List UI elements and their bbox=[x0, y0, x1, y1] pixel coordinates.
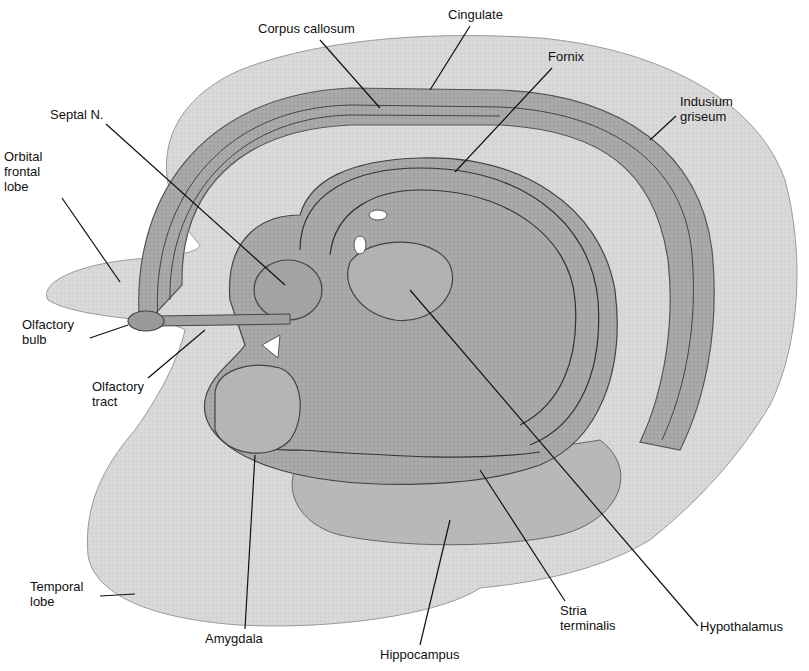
leader-line bbox=[90, 325, 128, 338]
part-label: Septal N. bbox=[50, 108, 103, 123]
septal-shape bbox=[254, 260, 322, 320]
leader-line bbox=[320, 40, 380, 108]
leader-line bbox=[480, 470, 565, 601]
olfactory-bulb bbox=[128, 311, 164, 331]
foramen-hole bbox=[369, 210, 387, 220]
foramen-hole bbox=[262, 335, 280, 358]
leader-line bbox=[410, 290, 698, 626]
part-label: Temporal lobe bbox=[30, 580, 98, 610]
part-label: Olfactory tract bbox=[92, 380, 162, 410]
leader-line bbox=[650, 116, 676, 140]
leader-line bbox=[106, 124, 285, 285]
part-label: Amygdala bbox=[205, 632, 263, 647]
part-label: Orbital frontal lobe bbox=[4, 150, 62, 195]
part-label: Indusium griseum bbox=[680, 95, 750, 125]
leader-line bbox=[148, 330, 205, 378]
amygdala-shape bbox=[215, 365, 300, 453]
leader-line bbox=[455, 68, 552, 172]
part-label: Fornix bbox=[548, 50, 584, 65]
leader-line bbox=[245, 455, 255, 629]
foramen-hole bbox=[354, 236, 366, 254]
hemisphere-outline bbox=[47, 36, 797, 626]
leader-line bbox=[420, 520, 450, 645]
leader-lines bbox=[62, 26, 698, 645]
part-label: Hypothalamus bbox=[700, 620, 783, 635]
leader-line bbox=[430, 26, 470, 90]
part-label: Cingulate bbox=[448, 8, 503, 23]
leader-line bbox=[100, 594, 135, 596]
part-label: Stria terminalis bbox=[560, 604, 630, 634]
olfactory-tract bbox=[158, 314, 290, 326]
part-label: Corpus callosum bbox=[258, 22, 355, 37]
fornix-arc bbox=[330, 190, 576, 425]
part-label: Olfactory bulb bbox=[22, 318, 92, 348]
leader-line bbox=[62, 198, 120, 282]
hypothalamus-shape bbox=[348, 242, 453, 320]
fornix-arc bbox=[300, 168, 599, 445]
part-label: Hippocampus bbox=[380, 648, 460, 663]
